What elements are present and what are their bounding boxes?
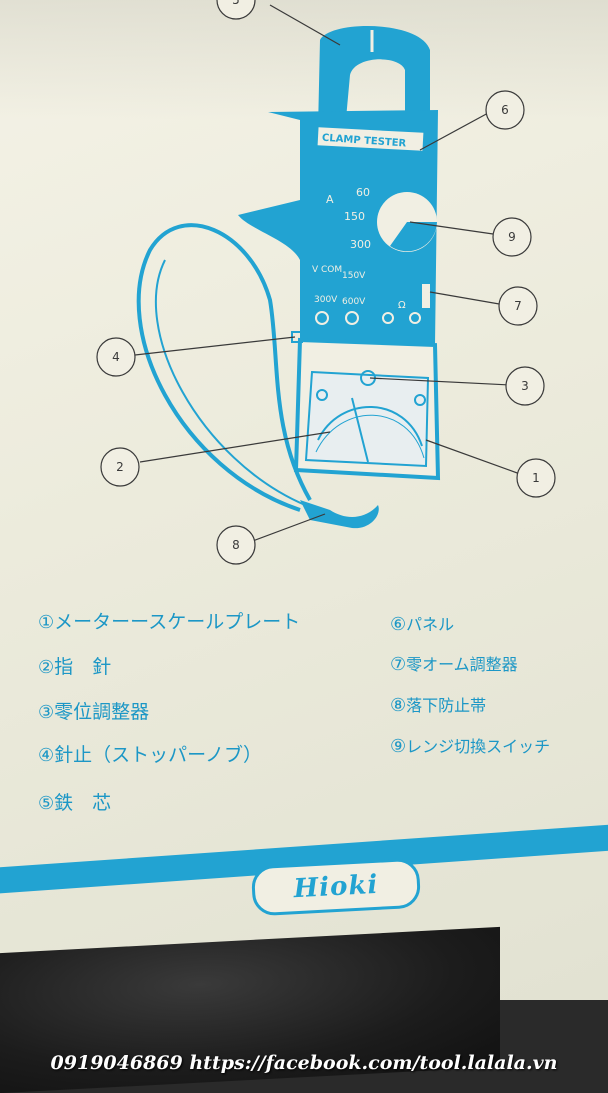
legend-item-2: ②指 針 [38, 652, 111, 679]
legend-num: ③ [38, 702, 55, 723]
callout-7: 7 [514, 299, 522, 313]
callout-line-7 [429, 291, 506, 306]
legend-text: 零位調整器 [54, 701, 150, 723]
legend-num: ② [38, 657, 55, 678]
callout-3-circle [505, 366, 545, 406]
strap-buckle [300, 500, 379, 529]
strap [136, 223, 312, 512]
callout-line-3 [369, 377, 511, 386]
callout-7-circle [498, 286, 538, 326]
scale-label-300: 300 [350, 238, 371, 251]
zero-ohm-adjuster [422, 284, 430, 308]
callout-1: 1 [532, 471, 540, 485]
callout-line-4 [134, 336, 296, 356]
legend-num: ⑧ [390, 695, 407, 716]
meter-body [238, 110, 438, 345]
callout-line-6 [419, 111, 491, 151]
terminal-jack [409, 312, 421, 324]
callout-5-circle [216, 0, 256, 20]
legend-text: 針止（ストッパーノブ） [54, 744, 263, 766]
legend-num: ⑥ [390, 614, 407, 635]
legend-num: ⑦ [390, 654, 407, 675]
meter-scale-plate [304, 370, 430, 468]
callout-6: 6 [501, 103, 509, 117]
panel-screw [316, 389, 328, 401]
legend-text: 鉄 芯 [54, 792, 112, 814]
callout-1-circle [516, 458, 556, 498]
legend-num: ⑤ [38, 793, 55, 814]
range-switch-knob [390, 222, 437, 252]
terminal-vcom: V COM [312, 265, 342, 275]
legend-item-6: ⑥パネル [390, 611, 454, 635]
needle [351, 397, 369, 463]
legend-text: 指 針 [54, 656, 112, 678]
terminal-300v: 300V [314, 295, 338, 305]
scale-arc-outer [315, 414, 425, 459]
watermark: 0919046869 https://facebook.com/tool.lal… [50, 1052, 558, 1074]
legend-item-9: ⑨レンジ切換スイッチ [390, 733, 550, 757]
ohm-label: Ω [398, 300, 406, 311]
terminal-jack [315, 311, 329, 325]
panel-screw [414, 394, 426, 406]
brand-text: Hioki [292, 869, 380, 905]
terminal-150v: 150V [342, 271, 366, 281]
scale-label-60: 60 [356, 186, 370, 199]
terminal-jack [345, 311, 359, 325]
legend-num: ① [38, 612, 55, 633]
scale-label-150: 150 [344, 210, 365, 223]
callout-line-9 [409, 221, 501, 236]
legend-text: 落下防止帯 [406, 696, 487, 715]
clamp-meter-diagram: CLAMP TESTER 60 150 300 A V COM 150V 300… [96, 0, 556, 565]
hioki-logo: Hioki [250, 857, 422, 917]
callout-4-circle [96, 337, 136, 377]
callout-9-circle [492, 217, 532, 257]
legend-item-4: ④針止（ストッパーノブ） [38, 740, 262, 767]
legend-item-5: ⑤鉄 芯 [38, 788, 111, 815]
callout-8: 8 [232, 538, 240, 552]
callout-6-circle [485, 90, 525, 130]
label-plate [317, 127, 424, 151]
strap-inner [154, 259, 306, 506]
unit-a-label: A [326, 193, 334, 206]
legend-item-1: ①メーターースケールプレート [38, 607, 300, 634]
legend-text: メーターースケールプレート [54, 611, 301, 633]
legend-item-7: ⑦零オーム調整器 [390, 651, 518, 675]
callout-line-8 [249, 513, 326, 543]
callout-8-circle [216, 525, 256, 565]
callout-line-1 [425, 439, 521, 475]
legend-text: 零オーム調整器 [406, 655, 518, 674]
scale-arc [317, 406, 423, 447]
callout-line-2 [139, 431, 331, 463]
legend-num: ⑨ [390, 736, 407, 757]
callout-5: 5 [232, 0, 240, 7]
callout-line-5 [269, 4, 341, 46]
callout-2: 2 [116, 460, 124, 474]
legend-text: パネル [406, 615, 455, 634]
legend-num: ④ [38, 745, 55, 766]
callout-2-circle [100, 447, 140, 487]
terminal-jack [382, 312, 394, 324]
clamp-jaw [318, 26, 430, 130]
callout-3: 3 [521, 379, 529, 393]
legend-item-3: ③零位調整器 [38, 697, 149, 724]
legend-item-8: ⑧落下防止帯 [390, 692, 486, 716]
terminal-600v: 600V [342, 297, 366, 307]
callout-4: 4 [112, 350, 120, 364]
legend-text: レンジ切換スイッチ [406, 737, 551, 756]
callout-9: 9 [508, 230, 516, 244]
